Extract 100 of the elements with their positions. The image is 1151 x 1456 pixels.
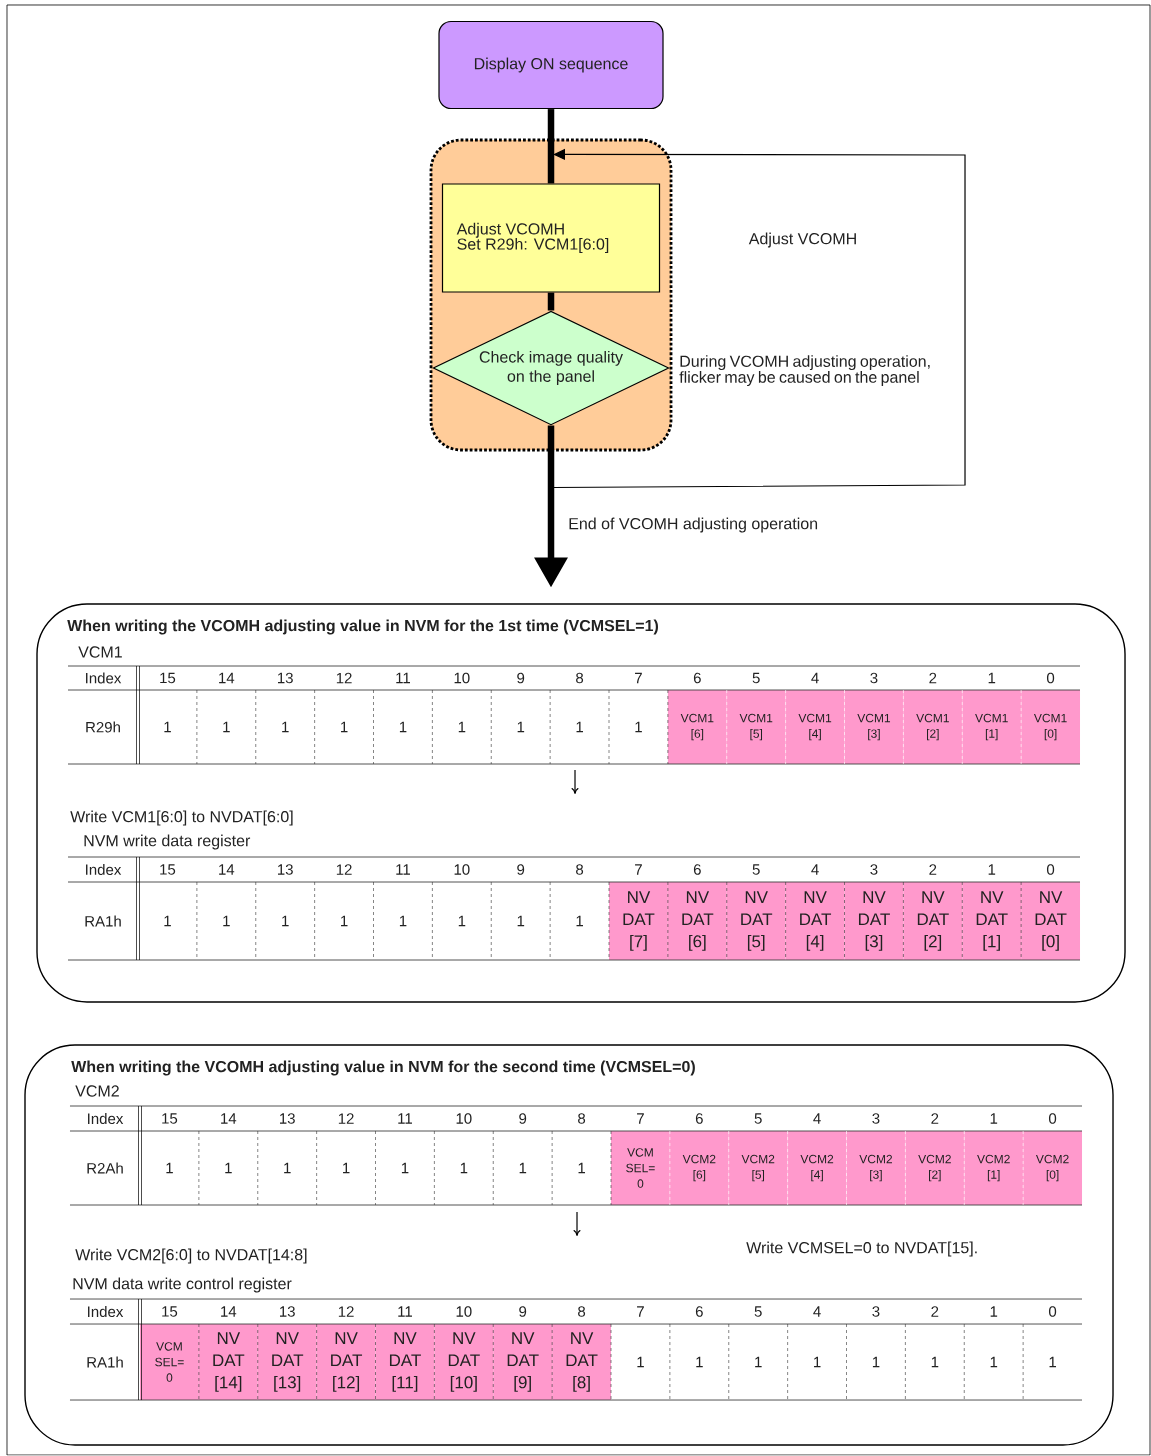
table-cell: VCM2 [1] — [964, 1131, 1024, 1205]
table-cell: 1 — [458, 721, 466, 733]
table-cell: NV DAT [10] — [434, 1324, 494, 1400]
header-cell: 11 — [396, 864, 410, 875]
header-cell: 1 — [990, 1113, 998, 1124]
register-name: NVM write data register — [84, 834, 251, 850]
table-cell: NV DAT [1] — [962, 882, 1022, 960]
table-cell: 1 — [399, 915, 407, 927]
header-cell: 12 — [338, 1113, 354, 1124]
header-cell: 13 — [280, 1306, 295, 1317]
header-cell: 8 — [578, 1113, 586, 1124]
edge-label: End of VCOMH adjusting operation — [569, 517, 818, 533]
header-cell: 7 — [635, 864, 642, 875]
row-label: RA1h — [85, 915, 121, 927]
table-cell: VCM SEL= 0 — [611, 1131, 670, 1205]
table-cell: 1 — [282, 915, 289, 927]
table-cell: 1 — [576, 721, 583, 733]
header-cell: 0 — [1047, 672, 1055, 684]
table-cell: 1 — [399, 721, 407, 733]
table-cell: 1 — [223, 915, 230, 927]
register-name: VCM1 — [78, 646, 122, 658]
table-cell: NV DAT [3] — [844, 882, 904, 960]
header-cell: 5 — [754, 1113, 762, 1124]
header-cell: 3 — [870, 864, 878, 875]
table-cell: VCM1 [4] — [785, 690, 845, 764]
table-cell: 1 — [814, 1356, 821, 1368]
table-cell: VCM1 [6] — [667, 690, 727, 764]
header-cell: 4 — [811, 672, 819, 684]
header-cell: 9 — [517, 672, 525, 684]
table-cell: NV DAT [12] — [316, 1324, 376, 1400]
header-cell: 1 — [988, 672, 996, 684]
row-label: R29h — [86, 721, 120, 733]
table-cell: VCM SEL= 0 — [140, 1324, 199, 1400]
header-cell: 2 — [931, 1306, 939, 1317]
table-cell: VCM1 [3] — [844, 690, 904, 764]
header-cell: 11 — [398, 1113, 412, 1124]
table-cell: VCM2 [3] — [846, 1131, 906, 1205]
header-cell: 3 — [870, 672, 878, 684]
header-cell: Index — [88, 1306, 124, 1317]
table-cell: VCM1 [1] — [962, 690, 1022, 764]
process-box: Adjust VCOMH Set R29h: VCM1[6:0] — [441, 183, 661, 293]
header-cell: 1 — [988, 864, 996, 875]
table-cell: 1 — [341, 915, 348, 927]
header-cell: 6 — [693, 672, 701, 684]
header-cell: 0 — [1049, 1306, 1057, 1317]
table-cell: 1 — [401, 1162, 409, 1174]
header-cell: 7 — [637, 1306, 644, 1317]
table-cell: 1 — [637, 1356, 644, 1368]
header-cell: 0 — [1047, 864, 1055, 875]
header-cell: Index — [86, 672, 122, 684]
register-name: NVM data write control register — [73, 1277, 292, 1293]
header-cell: 7 — [635, 672, 642, 684]
table-cell: 1 — [517, 721, 525, 733]
header-cell: 9 — [519, 1113, 527, 1124]
table-cell: 1 — [576, 915, 583, 927]
table-cell: VCM1 [5] — [726, 690, 786, 764]
header-cell: 14 — [221, 1306, 237, 1317]
header-cell: 2 — [929, 864, 937, 875]
table-cell: 1 — [755, 1356, 762, 1368]
header-cell: Index — [88, 1113, 124, 1124]
header-cell: 5 — [752, 864, 760, 875]
header-cell: 4 — [813, 1113, 821, 1124]
table-cell: NV DAT [2] — [903, 882, 963, 960]
table-cell: NV DAT [9] — [493, 1324, 553, 1400]
table-cell: 1 — [1049, 1356, 1056, 1368]
header-cell: 0 — [1049, 1113, 1057, 1124]
header-cell: 13 — [280, 1113, 295, 1124]
header-cell: 5 — [752, 672, 760, 684]
header-cell: 10 — [456, 1113, 472, 1124]
table-cell: VCM1 [0] — [1021, 690, 1080, 764]
row-label: R2Ah — [87, 1162, 123, 1174]
header-cell: 15 — [162, 1113, 178, 1124]
table-cell: NV DAT [6] — [667, 882, 727, 960]
header-cell: 2 — [929, 672, 937, 684]
table-cell: NV DAT [8] — [552, 1324, 611, 1400]
table-cell: VCM1 [2] — [903, 690, 963, 764]
table-cell: VCM2 [6] — [669, 1131, 729, 1205]
start-box: Display ON sequence — [438, 20, 664, 110]
header-cell: 11 — [398, 1306, 412, 1317]
table-cell: 1 — [225, 1162, 232, 1174]
table-cell: 1 — [578, 1162, 585, 1174]
table-cell: NV DAT [7] — [609, 882, 668, 960]
table-cell: NV DAT [0] — [1021, 882, 1080, 960]
table-cell: 1 — [223, 721, 230, 733]
header-cell: 14 — [221, 1113, 237, 1124]
header-cell: 2 — [931, 1113, 939, 1124]
header-cell: 15 — [162, 1306, 178, 1317]
header-cell: 1 — [990, 1306, 998, 1317]
header-cell: 9 — [519, 1306, 527, 1317]
header-cell: 13 — [278, 864, 293, 875]
header-cell: 8 — [576, 864, 584, 875]
register-name: VCM2 — [75, 1085, 119, 1097]
header-cell: 4 — [813, 1306, 821, 1317]
table-cell: 1 — [990, 1356, 998, 1368]
table-cell: VCM2 [2] — [905, 1131, 965, 1205]
header-cell: 8 — [578, 1306, 586, 1317]
table-cell: 1 — [519, 1162, 527, 1174]
table-cell: NV DAT [4] — [785, 882, 845, 960]
table-cell: 1 — [166, 1162, 173, 1174]
header-cell: 6 — [695, 1113, 703, 1124]
